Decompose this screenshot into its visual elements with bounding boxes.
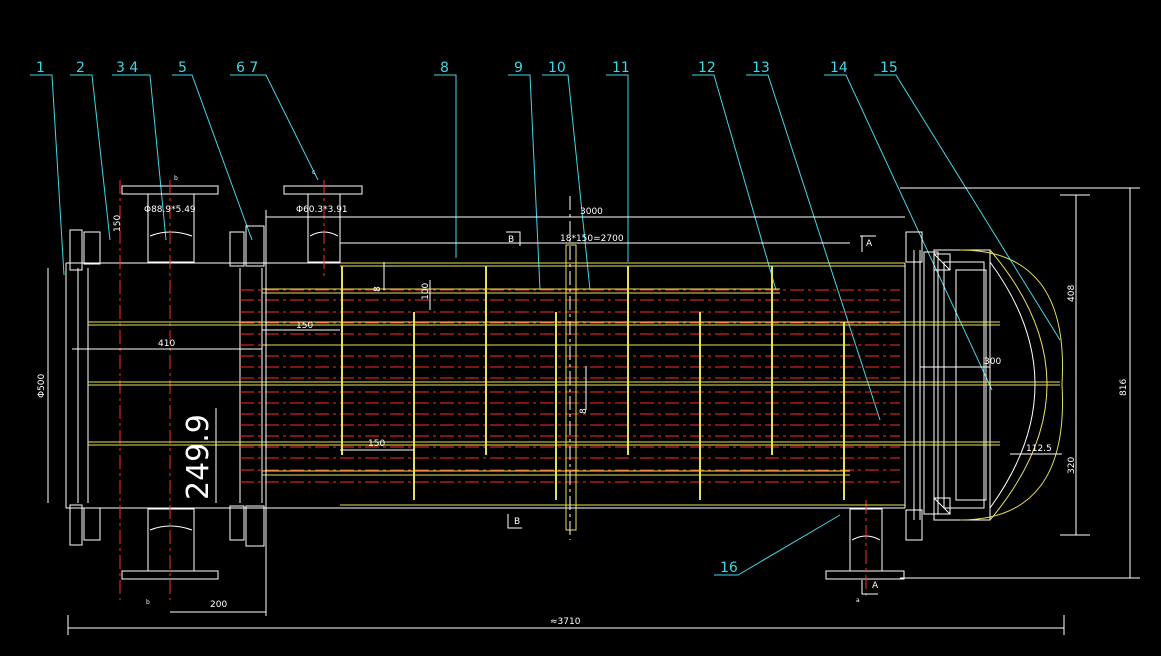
part-label-13: 13 xyxy=(752,60,770,76)
part-labels: 1 2 3 4 5 6 7 8 9 10 11 12 13 14 15 16 xyxy=(30,60,1061,576)
part-label-10: 10 xyxy=(548,60,566,76)
section-b-top: B xyxy=(508,235,514,245)
section-b-bottom: B xyxy=(514,517,520,527)
dim-112: 112.5 xyxy=(1026,444,1052,454)
dim-150-top: 150 xyxy=(113,215,123,232)
dim-150-low: 150 xyxy=(368,439,385,449)
dim-410: 410 xyxy=(158,339,175,349)
dim-816: 816 xyxy=(1119,379,1129,396)
dim-nozzle-left: Φ88.9*5.49 xyxy=(144,205,196,215)
nozzle-mark-b2: b xyxy=(146,599,150,606)
dim-100: 100 xyxy=(421,283,431,300)
dim-320: 320 xyxy=(1067,457,1077,474)
tube-bundle xyxy=(88,262,1060,506)
nozzle-mark-b: b xyxy=(174,175,178,182)
section-a-bottom: A xyxy=(872,581,879,591)
dim-nozzle-top: Φ60.3*3.91 xyxy=(296,205,348,215)
part-label-9: 9 xyxy=(514,60,523,76)
part-label-8: 8 xyxy=(440,60,449,76)
section-letters: B A B A xyxy=(508,235,879,591)
part-label-2: 2 xyxy=(76,60,85,76)
part-label-12: 12 xyxy=(698,60,716,76)
dimension-lines xyxy=(47,187,1140,635)
part-label-3-4: 3 4 xyxy=(116,60,138,76)
dim-phi500: Φ500 xyxy=(37,373,47,398)
dim-total: ≈3710 xyxy=(550,617,581,627)
part-label-15: 15 xyxy=(880,60,898,76)
dim-150-left: 150 xyxy=(296,321,313,331)
part-label-1: 1 xyxy=(36,60,45,76)
dim-8-b: 8 xyxy=(579,408,589,414)
baffles xyxy=(341,244,845,531)
section-marks xyxy=(506,231,878,595)
nozzle-mark-c: c xyxy=(312,169,315,176)
dim-length-3000: 3000 xyxy=(580,207,603,217)
dim-8-a: 8 xyxy=(373,286,383,292)
nozzle-mark-a: a xyxy=(856,597,860,604)
dimension-texts: Φ88.9*5.49 Φ60.3*3.91 3000 18*150=2700 1… xyxy=(37,205,1129,627)
section-a-top: A xyxy=(866,239,873,249)
part-label-11: 11 xyxy=(612,60,630,76)
part-label-14: 14 xyxy=(830,60,848,76)
part-label-6-7: 6 7 xyxy=(236,60,258,76)
nozzle-marks: b c b a xyxy=(146,169,860,606)
dim-baffle-pitch: 18*150=2700 xyxy=(560,234,624,244)
dim-408: 408 xyxy=(1067,285,1077,302)
dim-300: 300 xyxy=(984,357,1001,367)
dim-big-249-9: 249.9 xyxy=(181,414,216,500)
dim-200: 200 xyxy=(210,600,227,610)
part-label-5: 5 xyxy=(178,60,187,76)
part-label-16: 16 xyxy=(720,560,738,576)
